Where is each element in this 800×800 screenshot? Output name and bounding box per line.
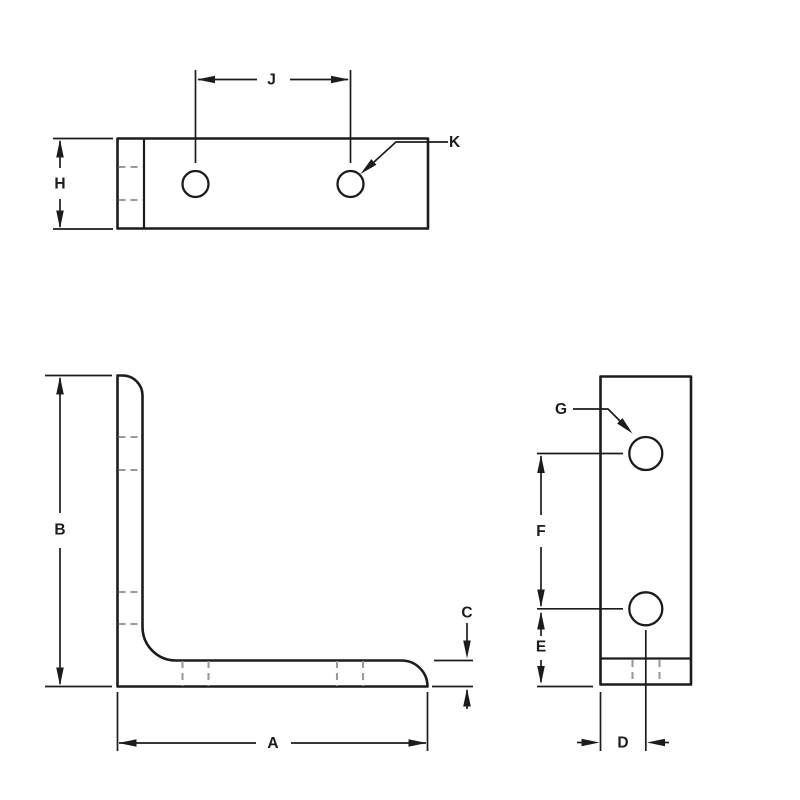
- dimension-label-E: E: [536, 639, 546, 656]
- top-view-hole-right: [336, 169, 365, 199]
- arrow-up-icon: [56, 376, 64, 395]
- dimension-label-K: K: [449, 134, 461, 151]
- dimension-B: B: [45, 374, 112, 688]
- side-view-hidden-lines: [631, 660, 661, 683]
- arrow-up-icon: [537, 455, 545, 473]
- arrow-up-icon: [463, 688, 471, 707]
- arrow-left-icon: [118, 739, 137, 747]
- side-view-hole-lower: [628, 591, 664, 627]
- arrow-leader-icon: [617, 418, 633, 434]
- arrow-right-icon: [581, 738, 600, 747]
- top-view: J H K: [53, 70, 461, 230]
- arrow-leader-icon: [360, 159, 377, 174]
- dimension-label-A: A: [267, 735, 278, 752]
- dimension-E: E: [536, 611, 593, 688]
- front-view: B A C: [45, 374, 473, 752]
- top-view-hidden-lines: [118, 165, 143, 202]
- front-view-hidden-lines: [118, 435, 365, 686]
- dimension-label-H: H: [54, 176, 65, 193]
- top-view-outline: [116, 137, 430, 230]
- arrow-down-icon: [537, 666, 545, 684]
- arrow-up-icon: [537, 611, 545, 630]
- callout-G-leader-line: [573, 408, 621, 422]
- dimension-label-D: D: [617, 735, 628, 752]
- dimension-label-G: G: [555, 401, 567, 418]
- front-view-outline: [116, 374, 429, 688]
- top-view-hole-left: [181, 169, 210, 199]
- callout-G: G: [555, 401, 633, 434]
- dimension-F: F: [536, 452, 623, 610]
- arrow-up-icon: [56, 139, 64, 158]
- callout-K-leader-line: [373, 141, 448, 163]
- dimension-label-F: F: [536, 523, 545, 540]
- arrow-right-icon: [331, 75, 349, 84]
- arrow-left-icon: [647, 738, 665, 747]
- dimension-label-B: B: [54, 522, 65, 539]
- dimension-C: C: [432, 605, 473, 709]
- arrow-right-icon: [408, 739, 427, 747]
- arrow-down-icon: [537, 589, 545, 608]
- callout-K: K: [360, 134, 461, 174]
- dimension-A: A: [116, 692, 429, 752]
- arrow-down-icon: [56, 210, 64, 229]
- side-view: G F E D: [536, 375, 693, 752]
- arrow-down-icon: [463, 640, 471, 659]
- arrow-down-icon: [56, 667, 64, 686]
- dimension-label-C: C: [461, 605, 472, 622]
- arrow-left-icon: [197, 75, 215, 84]
- dimension-J: J: [194, 70, 352, 163]
- dimension-D: D: [577, 630, 669, 752]
- dimension-H: H: [53, 137, 113, 230]
- side-view-hole-upper: [628, 435, 664, 472]
- dimension-label-J: J: [267, 72, 276, 89]
